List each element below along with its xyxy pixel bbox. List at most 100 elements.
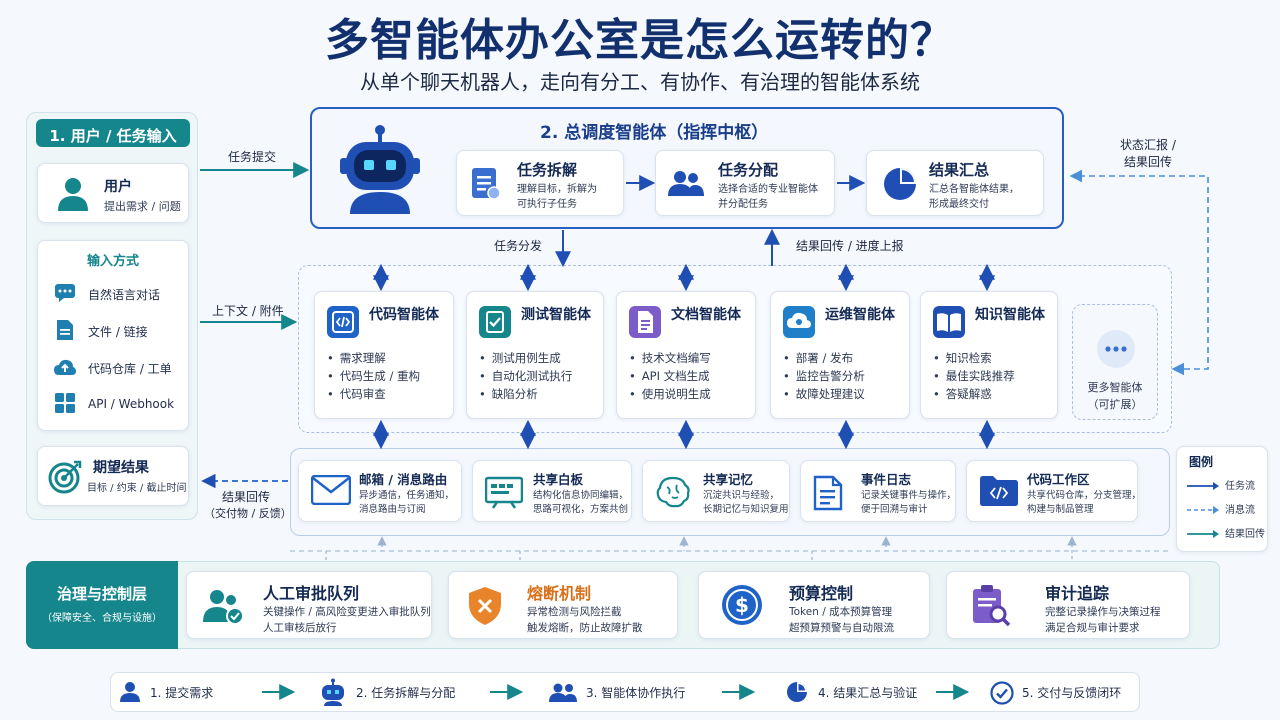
agent-card-knowledge: 知识智能体知识检索最佳实践推荐答疑解惑 [920,291,1058,419]
agent-doc-title: 文档智能体 [671,307,741,323]
shared-card-event-log: 事件日志记录关键事件与操作， 便于回溯与审计 [800,460,956,522]
label-context: 上下文 / 附件 [212,304,284,318]
agent-code-item: 代码审查 [327,385,420,403]
user-desc: 提出需求 / 问题 [104,200,181,213]
agent-test-title: 测试智能体 [521,307,591,323]
agent-doc-item: API 文档生成 [629,367,711,385]
clipboard-search-icon [971,584,1011,628]
input-item-repo: 代码仓库 / 工单 [88,362,172,376]
shared-mailbox-title: 邮箱 / 消息路由 [359,472,448,487]
cloud-upload-icon [53,357,77,377]
legend-result-flow: 结果回传 [1225,529,1265,540]
orchestrator-title: 2. 总调度智能体（指挥中枢） [540,123,769,143]
legend-task-flow: 任务流 [1225,481,1255,492]
expected-result-card: 期望结果 目标 / 约束 / 截止时间 [37,446,189,506]
agent-knowledge-icon [933,306,965,338]
governance-header: 治理与控制层 （保障安全、合规与设施） [26,561,178,649]
expected-result-title: 期望结果 [93,460,149,476]
legend: 图例 任务流 消息流 结果回传 [1176,446,1268,552]
shared-event-log-title: 事件日志 [861,472,912,487]
agent-ops-item: 故障处理建议 [783,385,865,403]
agent-card-ops: 运维智能体部署 / 发布监控告警分析故障处理建议 [770,291,910,419]
page-subtitle: 从单个聊天机器人，走向有分工、有协作、有治理的智能体系统 [360,70,920,94]
gov-budget-desc1: Token / 成本预算管理 [789,606,893,618]
user-title: 用户 [104,179,132,195]
agent-ops-item: 监控告警分析 [783,367,865,385]
step-result-summary: 结果汇总 汇总各智能体结果， 形成最终交付 [866,150,1044,216]
shared-whiteboard-title: 共享白板 [533,472,584,487]
agent-doc-item: 使用说明生成 [629,385,711,403]
approval-user-check-icon [203,588,245,626]
gov-budget-title: 预算控制 [789,584,854,603]
gov-audit-title: 审计追踪 [1045,584,1110,603]
governance-title: 治理与控制层 [56,585,147,603]
label-status-report: 状态汇报 / [1120,138,1176,152]
legend-message-flow: 消息流 [1225,505,1255,516]
shared-memory-icon [655,475,691,509]
shared-workspace-desc2: 构建与制品管理 [1027,504,1094,515]
input-section-title: 1. 用户 / 任务输入 [36,119,190,147]
gov-approval-desc1: 关键操作 / 高风险变更进入审批队列 [263,606,431,618]
shared-mailbox-desc2: 消息路由与订阅 [359,504,426,515]
more-agents-sub: （可扩展） [1087,398,1143,411]
expected-result-desc: 目标 / 约束 / 截止时间 [87,483,187,494]
shared-mailbox-desc1: 异步通信，任务通知， [359,490,455,501]
step-result-summary-title: 结果汇总 [929,161,990,179]
input-item-file: 文件 / 链接 [88,325,148,339]
flow-step-3: 3. 智能体协作执行 [586,686,686,700]
agent-card-doc: 文档智能体技术文档编写API 文档生成使用说明生成 [616,291,756,419]
legend-result-flow-line [1187,529,1221,539]
input-methods-card: 输入方式 自然语言对话 文件 / 链接 代码仓库 / 工单 API / Webh… [37,240,189,431]
shared-memory-desc1: 沉淀共识与经验， [703,490,780,501]
gov-approval-desc2: 人工审核后放行 [263,622,337,634]
gov-approval-queue: 人工审批队列 关键操作 / 高风险变更进入审批队列 人工审核后放行 [186,571,432,639]
shared-memory-desc2: 长期记忆与知识复用 [703,504,789,515]
step-task-assign-title: 任务分配 [718,161,779,179]
agent-ops-item: 部署 / 发布 [783,349,865,367]
shield-x-icon [467,586,503,626]
task-list-icon [471,167,501,201]
agent-ops-title: 运维智能体 [825,307,895,323]
step-task-breakdown-desc1: 理解目标，拆解为 [517,184,597,195]
gov-audit-desc1: 完整记录操作与决策过程 [1045,606,1161,618]
flow-step-1: 1. 提交需求 [150,686,214,700]
dollar-coin-icon: $ [721,584,763,626]
gov-circuit-breaker-title: 熔断机制 [527,584,592,603]
agent-doc-items: 技术文档编写API 文档生成使用说明生成 [629,349,711,403]
flow-step-4: 4. 结果汇总与验证 [818,686,918,700]
agent-code-items: 需求理解代码生成 / 重构代码审查 [327,349,420,403]
gov-audit-desc2: 满足合规与审计要求 [1045,622,1140,634]
input-methods-title: 输入方式 [86,254,139,269]
agent-doc-item: 技术文档编写 [629,349,711,367]
agent-test-items: 测试用例生成自动化测试执行缺陷分析 [479,349,573,403]
shared-event-log-desc2: 便于回溯与审计 [861,504,928,515]
flow-step-5: 5. 交付与反馈闭环 [1022,686,1122,700]
chat-icon [54,283,76,303]
step-task-breakdown-desc2: 可执行子任务 [517,199,577,210]
shared-card-memory: 共享记忆沉淀共识与经验，长期记忆与知识复用 [642,460,790,522]
agent-code-item: 代码生成 / 重构 [327,367,420,385]
target-icon [48,460,82,494]
flow-group-icon [549,682,577,702]
legend-title: 图例 [1189,455,1214,469]
agent-ops-icon [783,306,815,338]
shared-event-log-desc1: 记录关键事件与操作， [861,490,957,501]
agent-doc-icon [629,306,661,338]
shared-card-whiteboard: 共享白板结构化信息协同编辑，思路可视化，方案共创 [472,460,632,522]
svg-text:$: $ [735,593,749,617]
label-task-submit: 任务提交 [228,150,277,164]
agent-test-icon [479,306,511,338]
shared-workspace-desc1: 共享代码仓库，分支管理， [1027,490,1142,501]
agent-knowledge-item: 最佳实践推荐 [933,367,1015,385]
label-status-report-2: 结果回传 [1124,155,1173,169]
shared-whiteboard-desc1: 结构化信息协同编辑， [533,490,629,501]
agent-knowledge-item: 知识检索 [933,349,1015,367]
agent-code-item: 需求理解 [327,349,420,367]
api-grid-icon [55,393,75,413]
agent-code-title: 代码智能体 [369,307,439,323]
shared-mailbox-icon [311,475,351,505]
gov-circuit-breaker: 熔断机制 异常检测与风险拦截 触发熔断，防止故障扩散 [448,571,678,639]
robot-icon [340,124,420,216]
agent-test-item: 测试用例生成 [479,349,572,367]
